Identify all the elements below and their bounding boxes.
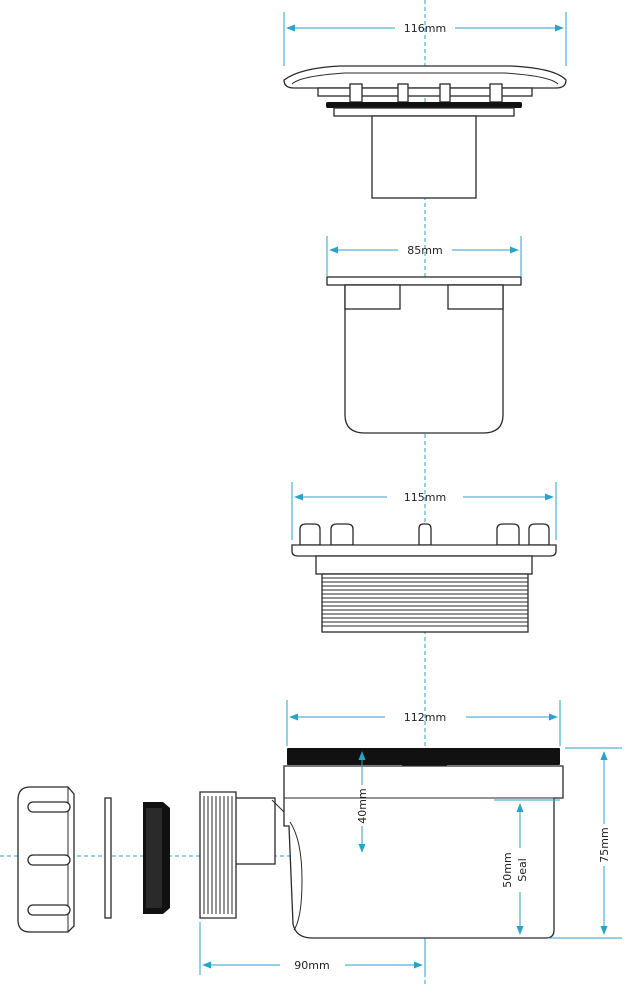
dim-strainer-width: 85mm [326,236,522,277]
label-116mm: 116mm [404,22,446,35]
dim-outlet-length: 90mm [199,922,426,975]
dim-cap-width: 116mm [283,12,567,66]
grate-cap [283,65,567,199]
label-75mm: 75mm [598,827,611,862]
label-50mm: 50mm [501,852,514,887]
label-90mm: 90mm [294,959,329,972]
dim-body-width: 112mm [286,700,561,746]
compression-nut [17,786,75,933]
label-85mm: 85mm [407,244,442,257]
cone-seal [143,802,170,914]
strainer-cup [326,276,522,434]
dim-flange-width: 115mm [291,482,557,540]
washer [104,797,112,919]
label-40mm: 40mm [356,788,369,823]
label-112mm: 112mm [404,711,446,724]
dim-75mm: 75mm [548,747,622,939]
threaded-flange [291,523,557,633]
dim-seal: 50mm Seal [494,799,560,935]
label-115mm: 115mm [404,491,446,504]
dim-40mm: 40mm [356,751,369,853]
trap-body [199,748,564,939]
label-seal: Seal [516,858,529,882]
